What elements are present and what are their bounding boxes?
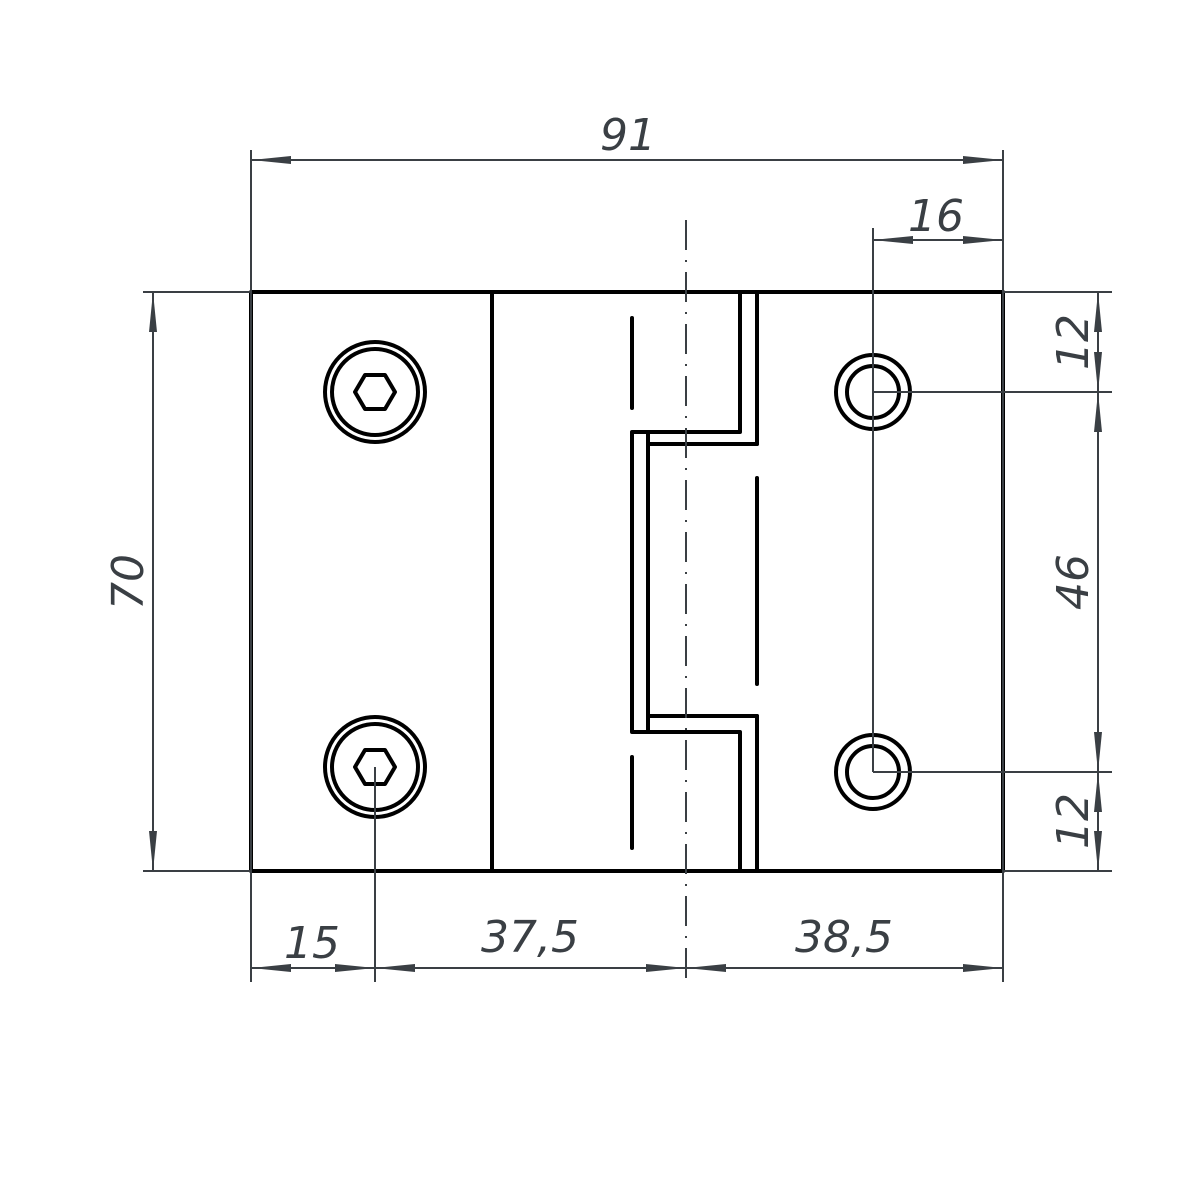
- hex-socket-icon: [353, 748, 397, 786]
- dimension-38-5: 38,5: [686, 912, 1003, 972]
- dimension-12-top: 12: [1048, 292, 1102, 392]
- dimension-label: 37,5: [481, 912, 579, 963]
- dimension-label: 46: [1048, 554, 1099, 610]
- screw-top-left: [323, 340, 427, 444]
- hex-socket-icon: [353, 373, 397, 411]
- dimension-label: 16: [908, 191, 964, 242]
- dimension-16: 16: [873, 191, 1003, 244]
- dimension-label: 12: [1048, 314, 1099, 370]
- dimension-label: 38,5: [795, 912, 893, 963]
- dimension-label: 91: [600, 110, 656, 161]
- dimension-70: 70: [103, 292, 157, 871]
- hinge-body: [249, 290, 1005, 873]
- dimension-15: 15: [251, 918, 375, 972]
- dimension-label: 15: [284, 918, 340, 969]
- dimension-91: 91: [251, 110, 1003, 164]
- dimension-37-5: 37,5: [375, 912, 686, 972]
- dimension-label: 12: [1048, 793, 1099, 849]
- extension-lines: [143, 150, 1112, 982]
- dimension-12-bottom: 12: [1048, 772, 1102, 871]
- dimension-label: 70: [103, 554, 154, 610]
- dimension-46: 46: [1048, 392, 1102, 772]
